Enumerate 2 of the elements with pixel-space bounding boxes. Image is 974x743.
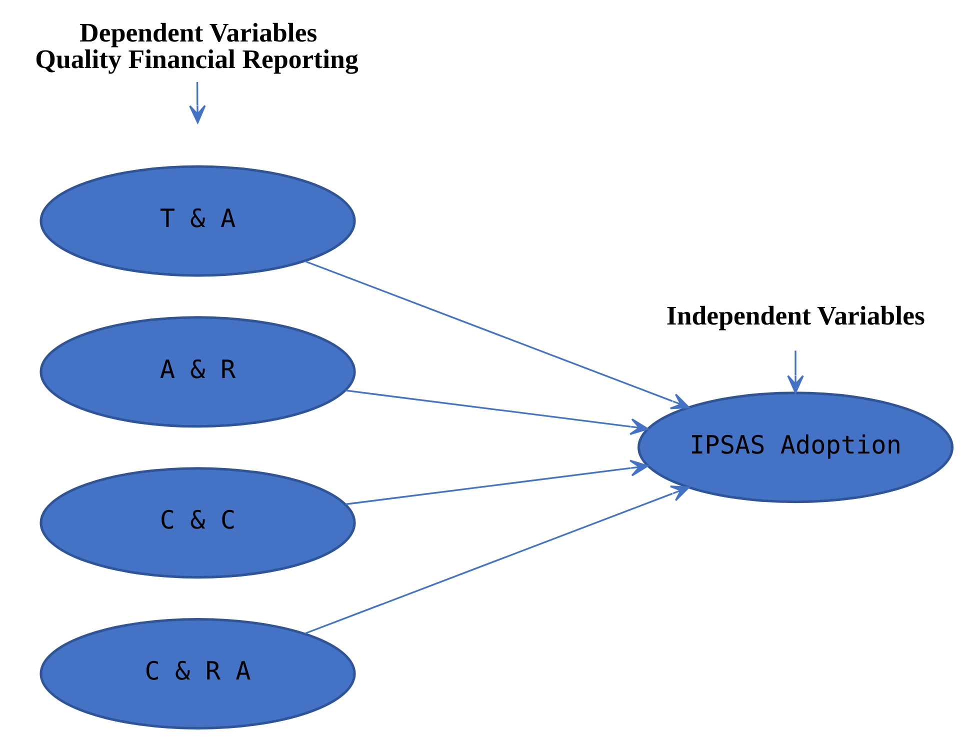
node-text: Independent Variables bbox=[666, 300, 925, 331]
node-text: Dependent Variables Quality Financial Reporting bbox=[35, 17, 358, 74]
